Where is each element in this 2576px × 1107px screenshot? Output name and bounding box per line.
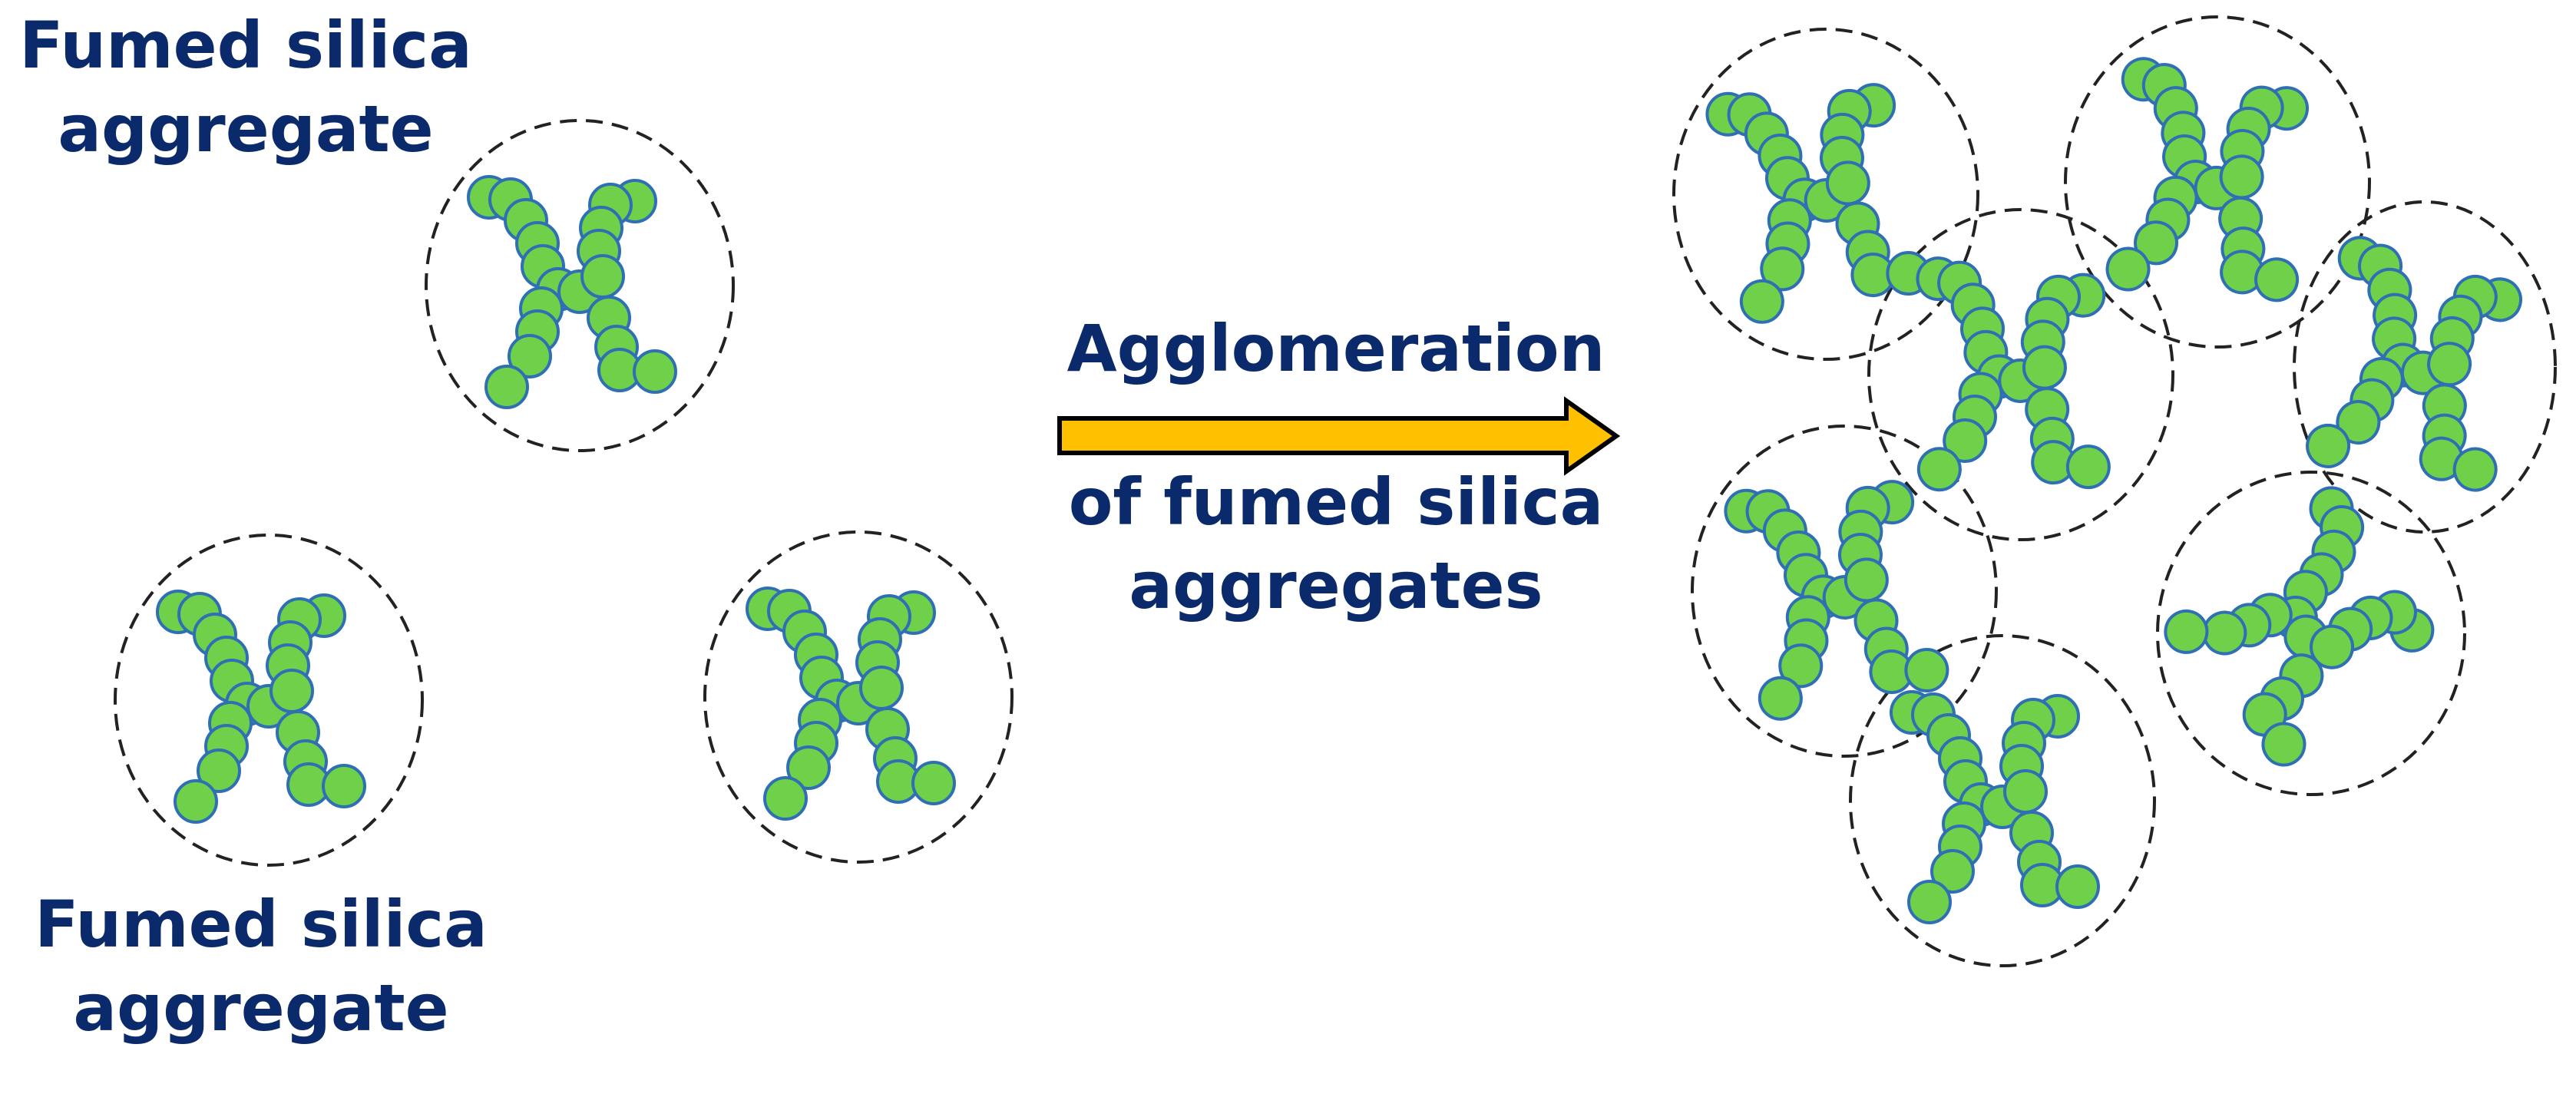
- silica-particle: [197, 748, 241, 793]
- process-subtitle-line-2: aggregates: [1129, 548, 1543, 624]
- aggregate-label-bottom-line-2: aggregate: [73, 970, 449, 1046]
- aggregate-label-top-line-1: Fumed silica: [19, 8, 472, 83]
- silica-particle: [2065, 444, 2111, 490]
- silica-particle: [580, 254, 625, 299]
- aggregate-boundary: [425, 119, 735, 452]
- silica-particle: [633, 349, 677, 394]
- process-title: Agglomeration: [1052, 307, 1620, 391]
- silica-particle: [1758, 676, 1803, 721]
- silica-particle: [322, 764, 366, 808]
- silica-particle: [1778, 643, 1824, 689]
- aggregate-label-top-line-2: aggregate: [58, 91, 434, 167]
- process-subtitle-line-1: of fumed silica: [1068, 464, 1604, 540]
- particle-chains: [156, 57, 2523, 924]
- silica-particle: [270, 669, 314, 713]
- silica-particle: [1907, 880, 1952, 924]
- silica-particle: [484, 365, 529, 409]
- silica-particle: [1943, 418, 1988, 463]
- silica-particle: [2336, 400, 2381, 445]
- silica-particle: [2164, 609, 2209, 654]
- aggregate-particle-chain: [2105, 57, 2310, 302]
- process-title-text: Agglomeration: [1066, 311, 1605, 386]
- aggregate-boundaries: [114, 15, 2557, 967]
- aggregate-boundary: [1867, 208, 2174, 541]
- silica-particle: [1930, 849, 1975, 894]
- aggregate-particle-chain: [1890, 690, 2100, 924]
- aggregate-label-top: Fumed silica aggregate: [8, 4, 484, 171]
- silica-particle: [2254, 257, 2300, 302]
- silica-particle: [174, 779, 218, 824]
- silica-particle: [911, 761, 956, 805]
- silica-particle: [763, 776, 808, 821]
- silica-particle: [1904, 648, 1949, 693]
- silica-particle: [2003, 769, 2048, 814]
- silica-particle: [859, 666, 904, 710]
- silica-particle: [2055, 864, 2100, 909]
- aggregate-particle-chain: [467, 175, 677, 409]
- silica-particle: [2202, 610, 2247, 656]
- aggregate-boundary: [1849, 634, 2156, 967]
- process-subtitle: of fumed silica aggregates: [1052, 461, 1620, 628]
- silica-particle: [1844, 557, 1889, 603]
- aggregate-boundary: [1672, 28, 1979, 361]
- aggregate-particle-chain: [156, 590, 366, 824]
- aggregate-particle-chain: [2306, 236, 2523, 492]
- aggregate-particle-chain: [1705, 83, 1931, 324]
- aggregate-label-bottom-line-1: Fumed silica: [35, 887, 488, 962]
- silica-particle: [2105, 246, 2151, 292]
- silica-particle: [1825, 160, 1870, 206]
- silica-particle: [2261, 722, 2306, 767]
- aggregate-label-bottom: Fumed silica aggregate: [23, 883, 499, 1050]
- silica-particle: [786, 745, 831, 790]
- aggregate-boundary: [2156, 471, 2466, 796]
- aggregate-boundary: [2064, 15, 2371, 349]
- aggregate-particle-chain: [1916, 256, 2111, 492]
- aggregate-boundary: [114, 534, 424, 867]
- aggregate-particle-chain: [2164, 486, 2435, 767]
- silica-particle: [2022, 345, 2067, 390]
- silica-particle: [2134, 220, 2179, 266]
- silica-particle: [1760, 246, 1805, 292]
- silica-particle: [2452, 447, 2498, 492]
- aggregate-particle-chain: [746, 587, 956, 821]
- silica-particle: [508, 334, 552, 378]
- aggregate-particle-chain: [1724, 480, 1949, 721]
- silica-particle: [1916, 447, 1962, 492]
- aggregate-boundary: [2293, 200, 2557, 534]
- silica-particle: [2306, 423, 2351, 468]
- aggregate-boundary: [703, 530, 1014, 864]
- agglomeration-arrow: [1057, 396, 1621, 476]
- silica-particle: [1739, 279, 1784, 324]
- aggregate-boundary: [1691, 425, 1998, 758]
